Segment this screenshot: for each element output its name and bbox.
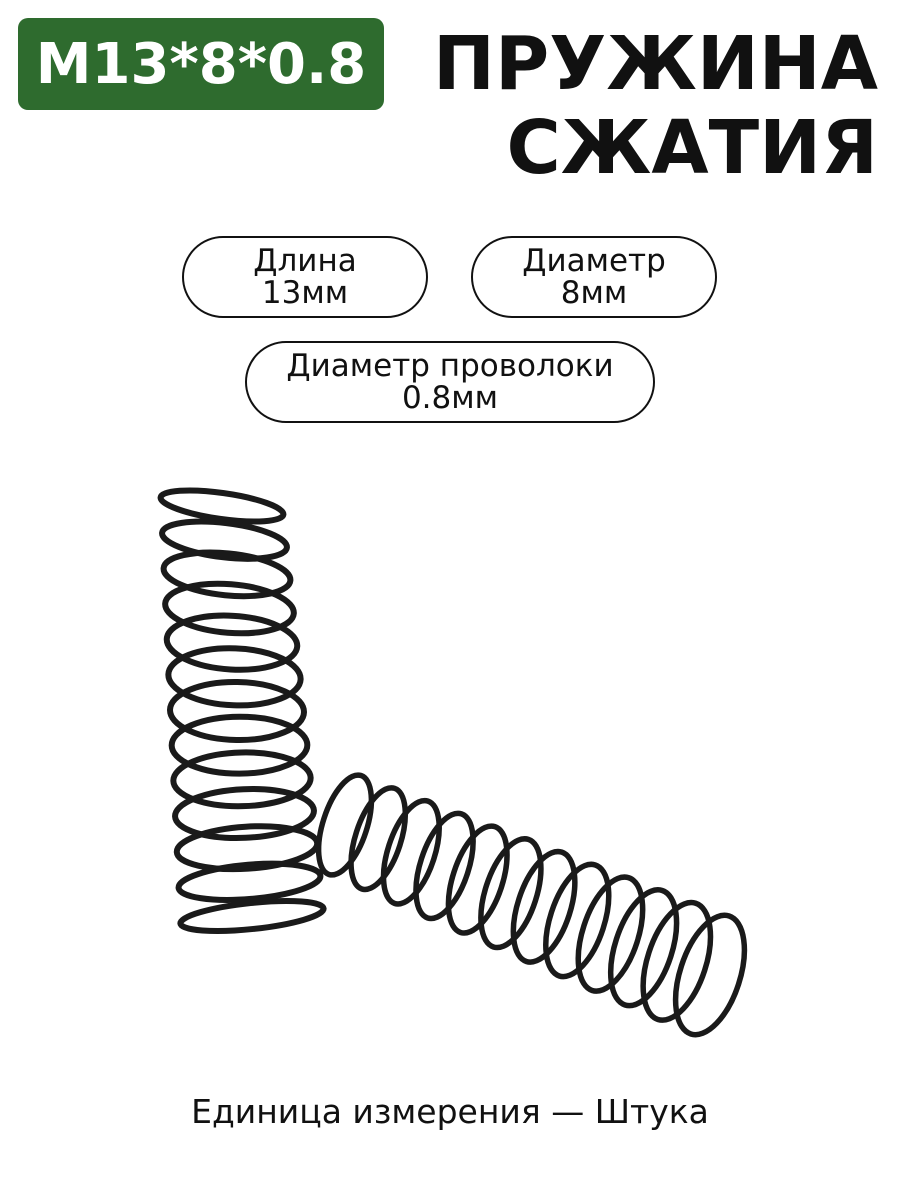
spring-coil (177, 898, 327, 934)
spring-coil (348, 785, 409, 893)
spring-coil (543, 861, 612, 980)
spring-coil (413, 810, 476, 922)
compression-spring-icon (315, 772, 748, 1038)
spring-coil (640, 899, 714, 1023)
spring-coil (170, 749, 314, 810)
spec-wire-diameter-label: Диаметр проволоки (286, 348, 614, 384)
spring-coil (607, 887, 680, 1009)
spring-coil (157, 487, 287, 525)
spring-coil (168, 713, 311, 777)
springs-illustration (157, 487, 748, 1038)
size-badge-text: M13*8*0.8 (35, 31, 367, 97)
spring-coil (167, 678, 307, 744)
spec-length-label: Длина (253, 243, 357, 279)
spring-coil (445, 823, 510, 936)
product-title-line-2: СЖАТИЯ (506, 105, 878, 191)
spring-coil (175, 860, 324, 903)
spring-coil (672, 912, 748, 1038)
spring-coil (159, 518, 290, 562)
spring-coil (315, 772, 375, 878)
unit-caption: Единица измерения — Штука (191, 1092, 709, 1131)
spring-coil (163, 612, 301, 673)
spec-diameter-label: Диаметр (522, 243, 666, 279)
spec-wire-diameter-pill: Диаметр проволоки 0.8мм (245, 341, 655, 423)
spring-coil (162, 580, 297, 637)
product-title: ПРУЖИНА СЖАТИЯ (433, 22, 878, 190)
spring-coil (575, 874, 646, 994)
spec-diameter-pill: Диаметр 8мм (471, 236, 717, 318)
spec-length-value: 13мм (261, 275, 349, 311)
spring-coil (478, 836, 544, 951)
compression-spring-icon (157, 487, 327, 934)
spring-coil (165, 645, 304, 709)
spring-coil (172, 786, 317, 841)
spec-diameter-value: 8мм (560, 275, 628, 311)
spec-wire-diameter-value: 0.8мм (401, 380, 499, 416)
spec-length-pill: Длина 13мм (182, 236, 428, 318)
product-title-line-1: ПРУЖИНА (433, 21, 878, 107)
spring-coil (510, 848, 578, 965)
spring-coil (380, 797, 442, 907)
size-badge: M13*8*0.8 (18, 18, 384, 110)
spring-coil (160, 549, 294, 600)
